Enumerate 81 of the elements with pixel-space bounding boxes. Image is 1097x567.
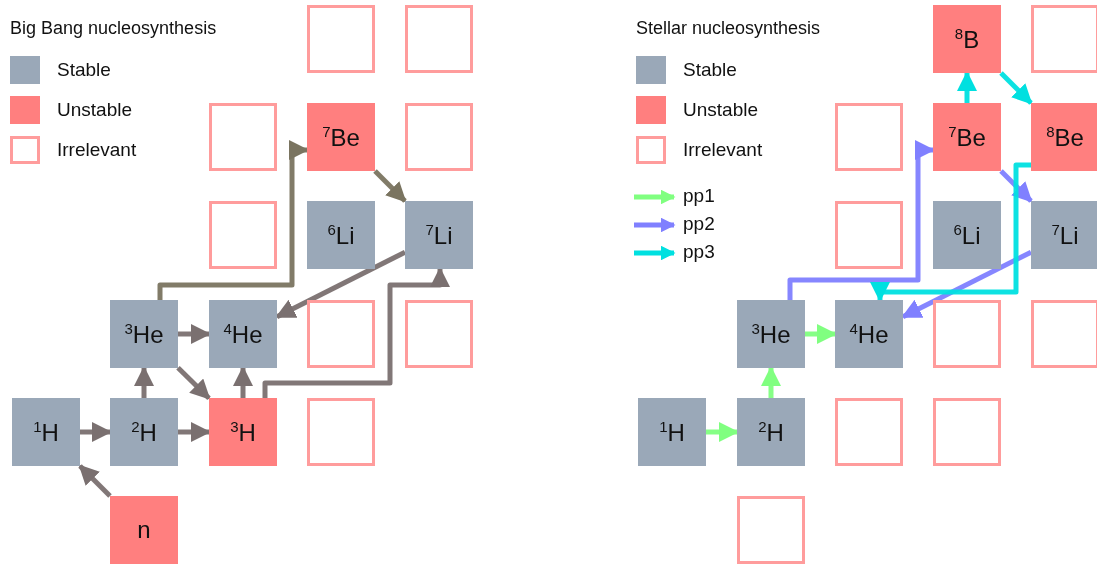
stable-nuclide-box	[405, 201, 473, 269]
arrow	[957, 71, 977, 103]
stable-nuclide-box	[209, 300, 277, 368]
legend-label: pp3	[683, 241, 715, 263]
arrow	[706, 422, 739, 442]
empty-box	[209, 103, 277, 171]
nuclide-symbol: $^{3}$He	[124, 319, 164, 349]
stable-nuclide-box	[835, 300, 903, 368]
stable-nuclide-box	[1031, 201, 1097, 269]
stable-nuclide-box	[110, 398, 178, 466]
nuclide-symbol: $^{1}$H	[33, 417, 59, 447]
nuclide-symbol: $^{6}$Li	[953, 220, 981, 250]
empty-box	[835, 398, 903, 466]
empty-box	[307, 398, 375, 466]
empty-box	[209, 201, 277, 269]
nuclide-symbol: $^{7}$Li	[1051, 220, 1079, 250]
arrow	[80, 422, 112, 442]
legend-label: Unstable	[683, 99, 758, 121]
empty-box	[1031, 5, 1097, 73]
nuclide-symbol: $^{8}$B	[954, 24, 980, 54]
arrow	[262, 267, 450, 398]
legend-label: Stable	[683, 59, 737, 81]
arrow	[761, 366, 781, 398]
empty-box	[307, 300, 375, 368]
empty-box	[405, 300, 473, 368]
legend-label: Irrelevant	[57, 139, 137, 161]
unstable-nuclide-box	[933, 5, 1001, 73]
empty-box	[1031, 300, 1097, 368]
unstable-nuclide-box	[933, 103, 1001, 171]
empty-box	[307, 5, 375, 73]
arrow	[870, 162, 1031, 302]
nuclide-symbol: $^{4}$He	[849, 319, 889, 349]
unstable-nuclide-box	[1031, 103, 1097, 171]
arrow	[999, 169, 1033, 203]
nuclide-symbol: n	[137, 516, 151, 544]
nuclide-symbol: $^{2}$H	[758, 417, 784, 447]
legend-label: Irrelevant	[683, 139, 763, 161]
nuclide-symbol: $^{3}$H	[230, 417, 256, 447]
empty-box	[737, 496, 805, 564]
unstable-nuclide-box	[307, 103, 375, 171]
empty-box	[835, 201, 903, 269]
legend-label: pp2	[683, 213, 715, 235]
nuclide-symbol: $^{7}$Be	[948, 122, 986, 152]
stable-nuclide-box	[933, 201, 1001, 269]
empty-box	[933, 300, 1001, 368]
arrow	[157, 140, 309, 300]
unstable-nuclide-box	[209, 398, 277, 466]
nuclide-symbol: $^{3}$He	[751, 319, 791, 349]
arrow	[233, 366, 253, 398]
arrow	[134, 366, 154, 398]
nuclide-symbol: $^{8}$Be	[1046, 122, 1084, 152]
legend-label: Stable	[57, 59, 111, 81]
stable-nuclide-box	[737, 398, 805, 466]
legend-label: Unstable	[57, 99, 132, 121]
arrow	[176, 365, 211, 401]
arrow	[999, 71, 1033, 105]
arrow	[787, 140, 935, 300]
arrow	[805, 324, 837, 344]
stable-nuclide-box	[12, 398, 80, 466]
panel-heading: Stellar nucleosynthesis	[636, 18, 821, 39]
arrow	[373, 169, 407, 203]
nuclide-symbol: $^{2}$H	[131, 417, 157, 447]
panel-heading: Big Bang nucleosynthesis	[10, 18, 217, 39]
arrow	[178, 324, 211, 344]
nuclide-symbol: $^{6}$Li	[327, 220, 355, 250]
empty-box	[405, 5, 473, 73]
empty-box	[405, 103, 473, 171]
nuclide-symbol: $^{7}$Be	[322, 122, 360, 152]
arrow	[178, 422, 211, 442]
stable-nuclide-box	[110, 300, 178, 368]
stable-nuclide-box	[307, 201, 375, 269]
stable-nuclide-box	[737, 300, 805, 368]
legend-label: pp1	[683, 185, 715, 207]
nuclide-symbol: $^{1}$H	[659, 417, 685, 447]
stable-nuclide-box	[638, 398, 706, 466]
unstable-nuclide-box	[110, 496, 178, 564]
empty-box	[835, 103, 903, 171]
nuclide-symbol: $^{4}$He	[223, 319, 263, 349]
nuclide-symbol: $^{7}$Li	[425, 220, 453, 250]
arrow	[78, 464, 112, 498]
empty-box	[933, 398, 1001, 466]
